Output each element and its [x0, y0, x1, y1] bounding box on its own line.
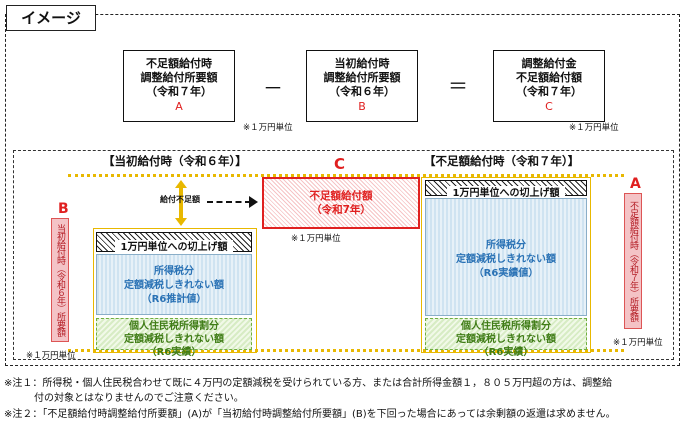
letter-a: A	[630, 176, 641, 192]
middle-box-l1: 不足額給付額	[309, 190, 373, 202]
image-tag: イメージ	[6, 5, 96, 31]
box-a-line2: 調整給付所要額	[140, 71, 218, 84]
minus-sign: －	[263, 76, 283, 100]
box-c-line1: 調整給付金	[521, 57, 577, 70]
arrow-dash-line	[207, 201, 251, 203]
left-income-l2: 定額減税しきれない額	[124, 280, 224, 291]
right-roundup: 1万円単位への切上げ額	[425, 180, 587, 201]
box-b-line2: 調整給付所要額	[323, 71, 401, 84]
right-income-l3: （R6実績値）	[473, 268, 539, 279]
note-1-line-1: ※注１：所得税・個人住民税合わせて既に４万円の定額減税を受けられている方、または…	[4, 378, 613, 389]
right-resident-tax: 個人住民税所得割分 定額減税しきれない額 （R6実績）	[425, 318, 587, 358]
left-resident-tax: 個人住民税所得割分 定額減税しきれない額 （R6実績）	[96, 318, 252, 358]
shortfall-amount-box: 不足額給付額 （令和7年）	[262, 177, 420, 229]
box-b-letter: B	[358, 100, 366, 113]
box-c-letter: C	[545, 100, 553, 113]
note-2: ※注２：「不足額給付時調整給付所要額」(A)が「当初給付時調整給付所要額」(B)…	[4, 409, 616, 420]
left-income-l1: 所得税分	[154, 266, 194, 277]
middle-box-l2: （令和7年）	[311, 204, 371, 216]
box-b-line1: 当初給付時	[334, 57, 390, 70]
unit-note-c: ※１万円単位	[569, 123, 619, 133]
unit-note-b: ※１万円単位	[243, 123, 293, 133]
formula-box-a: 不足額給付時 調整給付所要額 （令和７年） A	[123, 50, 235, 122]
left-income-tax: 所得税分 定額減税しきれない額 （R6推計値）	[96, 254, 252, 315]
left-resident-l1: 個人住民税所得割分	[129, 321, 219, 332]
arrow-down-icon	[175, 218, 187, 226]
shortfall-bar	[179, 188, 183, 218]
diagram-frame	[13, 150, 674, 360]
right-resident-l3: （R6実績）	[478, 347, 534, 358]
note-1-line-2: 付の対象とはなりませんのでご注意ください。	[4, 393, 244, 404]
unit-note-right: ※１万円単位	[613, 338, 663, 348]
formula-box-c: 調整給付金 不足額給付額 （令和７年） C	[493, 50, 605, 122]
right-income-tax: 所得税分 定額減税しきれない額 （R6実績値）	[425, 198, 587, 316]
yellow-guide-bottom	[68, 349, 624, 352]
box-a-line3: （令和７年）	[146, 85, 212, 98]
letter-c: C	[334, 155, 346, 173]
letter-b: B	[58, 201, 69, 217]
equals-sign: ＝	[448, 74, 468, 98]
arrow-right-icon	[249, 196, 258, 208]
right-income-l2: 定額減税しきれない額	[456, 254, 556, 265]
heading-initial: 【当初給付時（令和６年）】	[103, 154, 247, 168]
left-resident-l3: （R6実績）	[146, 347, 202, 358]
box-c-line2: 不足額給付額	[516, 71, 582, 84]
left-resident-l2: 定額減税しきれない額	[124, 334, 224, 345]
box-a-line1: 不足額給付時	[146, 57, 212, 70]
box-c-line3: （令和７年）	[516, 85, 582, 98]
left-income-l3: （R6推計値）	[141, 294, 207, 305]
unit-note-left: ※１万円単位	[26, 351, 76, 361]
label-b-vertical: 当初給付時（令和６年）所要額	[51, 218, 69, 342]
formula-box-b: 当初給付時 調整給付所要額 （令和６年） B	[306, 50, 418, 122]
right-resident-l2: 定額減税しきれない額	[456, 334, 556, 345]
label-a-vertical: 不足額給付時（令和７年）所要額	[624, 193, 642, 329]
right-income-l1: 所得税分	[486, 240, 526, 251]
right-resident-l1: 個人住民税所得割分	[461, 321, 551, 332]
left-column: 1万円単位への切上げ額 所得税分 定額減税しきれない額 （R6推計値） 個人住民…	[93, 228, 257, 358]
shortfall-label: 給付不足額	[160, 195, 200, 204]
right-roundup-label: 1万円単位への切上げ額	[446, 186, 566, 201]
box-a-letter: A	[175, 100, 183, 113]
box-b-line3: （令和６年）	[329, 85, 395, 98]
image-frame	[5, 14, 680, 366]
left-roundup: 1万円単位への切上げ額	[96, 232, 252, 255]
right-column: 1万円単位への切上げ額 所得税分 定額減税しきれない額 （R6実績値） 個人住民…	[421, 177, 591, 358]
heading-shortfall: 【不足額給付時（令和７年）】	[424, 154, 580, 168]
yellow-guide-top	[68, 174, 624, 177]
arrow-up-icon	[175, 180, 187, 188]
left-roundup-label: 1万円単位への切上げ額	[114, 240, 234, 255]
unit-note-middle: ※１万円単位	[291, 234, 341, 244]
